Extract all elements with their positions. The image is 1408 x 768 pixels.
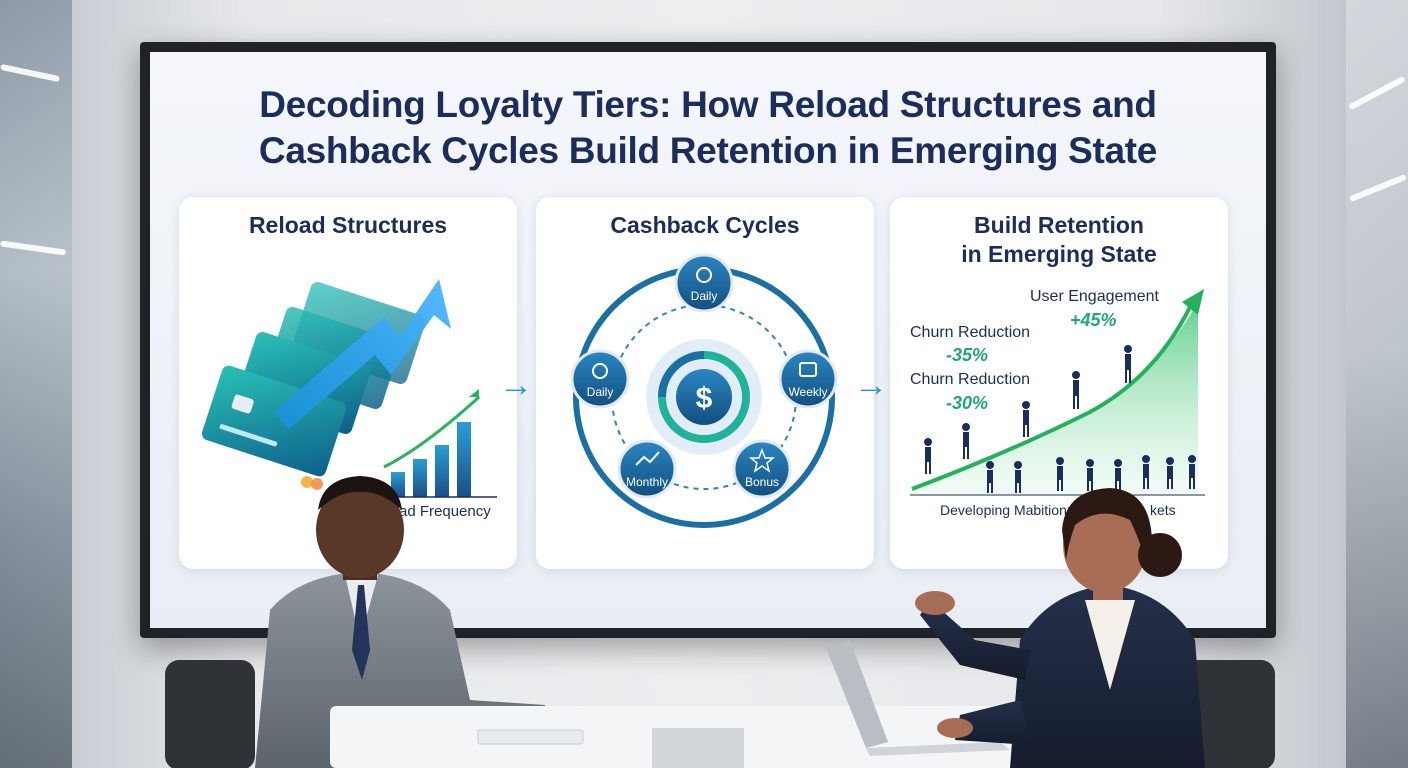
node-daily-left: Daily <box>570 349 630 409</box>
node-weekly-label: Weekly <box>788 385 827 399</box>
engagement-label: User Engagement <box>1030 288 1159 305</box>
churn-reduction-value-2: -30% <box>946 393 989 413</box>
slide-title-line-2: Cashback Cycles Build Retention in Emerg… <box>258 130 1158 171</box>
engagement-value: +45% <box>1070 310 1117 330</box>
bar-chart-icon <box>383 389 497 498</box>
cashback-cycle-diagram: $ Daily Daily Weekly Monthly <box>570 253 838 528</box>
office-wall-right <box>1346 0 1408 768</box>
node-bonus-label: Bonus <box>745 475 779 489</box>
reload-frequency-label: eload Frequency <box>379 503 491 520</box>
panel-title: Reload Structures <box>248 212 448 238</box>
slide-title: Decoding Loyalty Tiers: How Reload Struc… <box>150 82 1266 174</box>
panel-title: Build Retention in Emerging State <box>890 211 1228 269</box>
chair-left-icon <box>165 660 255 768</box>
panel-build-retention: Build Retention in Emerging State <box>890 197 1228 569</box>
slide-title-line-1: Decoding Loyalty Tiers: How Reload Struc… <box>259 84 1157 125</box>
clock-icon <box>592 363 608 379</box>
laptop-icon <box>826 640 1010 756</box>
node-monthly: Monthly <box>617 439 677 499</box>
retention-growth-chart <box>910 289 1205 496</box>
node-daily-top-label: Daily <box>691 289 718 303</box>
person-right-icon <box>915 488 1205 768</box>
trend-icon <box>635 451 660 466</box>
churn-reduction-label-1: Churn Reduction <box>910 324 1031 341</box>
dollar-icon: $ <box>696 382 713 415</box>
node-daily-top: Daily <box>674 253 734 313</box>
panel-title-line-1: Build Retention <box>974 212 1144 238</box>
churn-reduction-label-2: Churn Reduction <box>910 371 1031 388</box>
node-monthly-label: Monthly <box>626 475 668 489</box>
panel-title-line-2: in Emerging State <box>961 241 1157 267</box>
office-window-left <box>0 0 72 768</box>
churn-reduction-value-1: -35% <box>946 345 989 365</box>
growth-arrowhead-icon <box>1182 289 1204 315</box>
panel-title: Cashback Cycles <box>610 212 800 238</box>
chart-footer-label-right: kets <box>1150 502 1176 518</box>
star-icon <box>748 447 776 473</box>
clock-icon <box>696 267 712 283</box>
node-weekly: Weekly <box>778 349 838 409</box>
node-daily-left-label: Daily <box>587 385 614 399</box>
growth-arrow-icon <box>274 279 451 429</box>
panel-cashback-cycles: Cashback Cycles $ Daily Daily <box>536 197 874 569</box>
flow-arrow-icon: → <box>854 366 888 404</box>
node-bonus: Bonus <box>732 439 792 499</box>
people-silhouettes <box>924 345 1196 493</box>
calendar-icon <box>799 362 817 377</box>
flow-arrow-icon: → <box>499 366 533 404</box>
chart-footer-label-left: Developing Mabitionn <box>940 502 1075 518</box>
chair-right-icon <box>1185 660 1275 768</box>
reload-illustration <box>201 279 497 498</box>
